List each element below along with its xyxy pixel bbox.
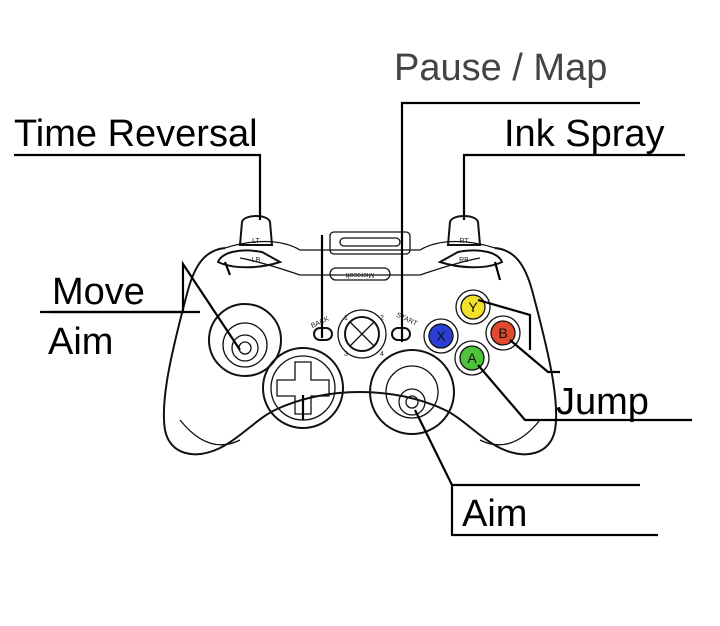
guide-button[interactable]: 1 2 3 4 [337,309,387,359]
label-ink-spray: Ink Spray [504,113,665,155]
x-letter: X [436,328,446,344]
label-aim-left: Aim [48,321,113,363]
leader-pause-map [400,101,640,342]
left-trigger[interactable]: LT [238,215,274,246]
brand-text: Microsoft [346,271,374,278]
brand-plate [329,267,391,281]
leader-ink-spray [462,153,685,220]
leader-time-reversal [14,153,262,220]
label-time-reversal: Time Reversal [14,113,258,155]
left-bumper[interactable]: LB [216,249,283,269]
start-label: START [395,312,419,328]
right-bumper[interactable]: RB [437,249,504,269]
leader-jump [477,364,692,422]
quadrant-4: 4 [380,351,384,358]
start-button[interactable]: START [391,312,419,341]
quadrant-3: 3 [344,351,348,358]
y-letter: Y [468,299,478,315]
leader-aim-right [414,409,658,537]
button-x[interactable]: X [423,318,459,354]
a-letter: A [467,350,477,366]
leader-misc [223,235,502,420]
rt-label: RT [459,238,469,245]
leader-b [509,339,560,374]
label-pause-map: Pause / Map [394,47,607,89]
lt-label: LT [252,238,260,245]
label-jump: Jump [556,381,649,423]
label-move: Move [52,271,145,313]
right-stick[interactable] [369,349,455,435]
headset-port [329,231,411,255]
rb-label: RB [459,257,469,264]
button-b[interactable]: B [485,315,521,351]
lb-label: LB [252,257,261,264]
d-pad[interactable] [262,347,344,429]
button-a[interactable]: A [454,340,490,376]
controller-body [162,240,558,456]
quadrant-2: 2 [380,315,384,322]
right-trigger[interactable]: RT [446,215,482,246]
button-y[interactable]: Y [455,289,491,325]
headset-slot [339,237,401,247]
quadrant-1: 1 [344,315,348,322]
leader-y [477,298,532,350]
b-letter: B [498,325,507,341]
label-aim-right: Aim [462,493,527,535]
left-stick[interactable] [208,303,282,377]
